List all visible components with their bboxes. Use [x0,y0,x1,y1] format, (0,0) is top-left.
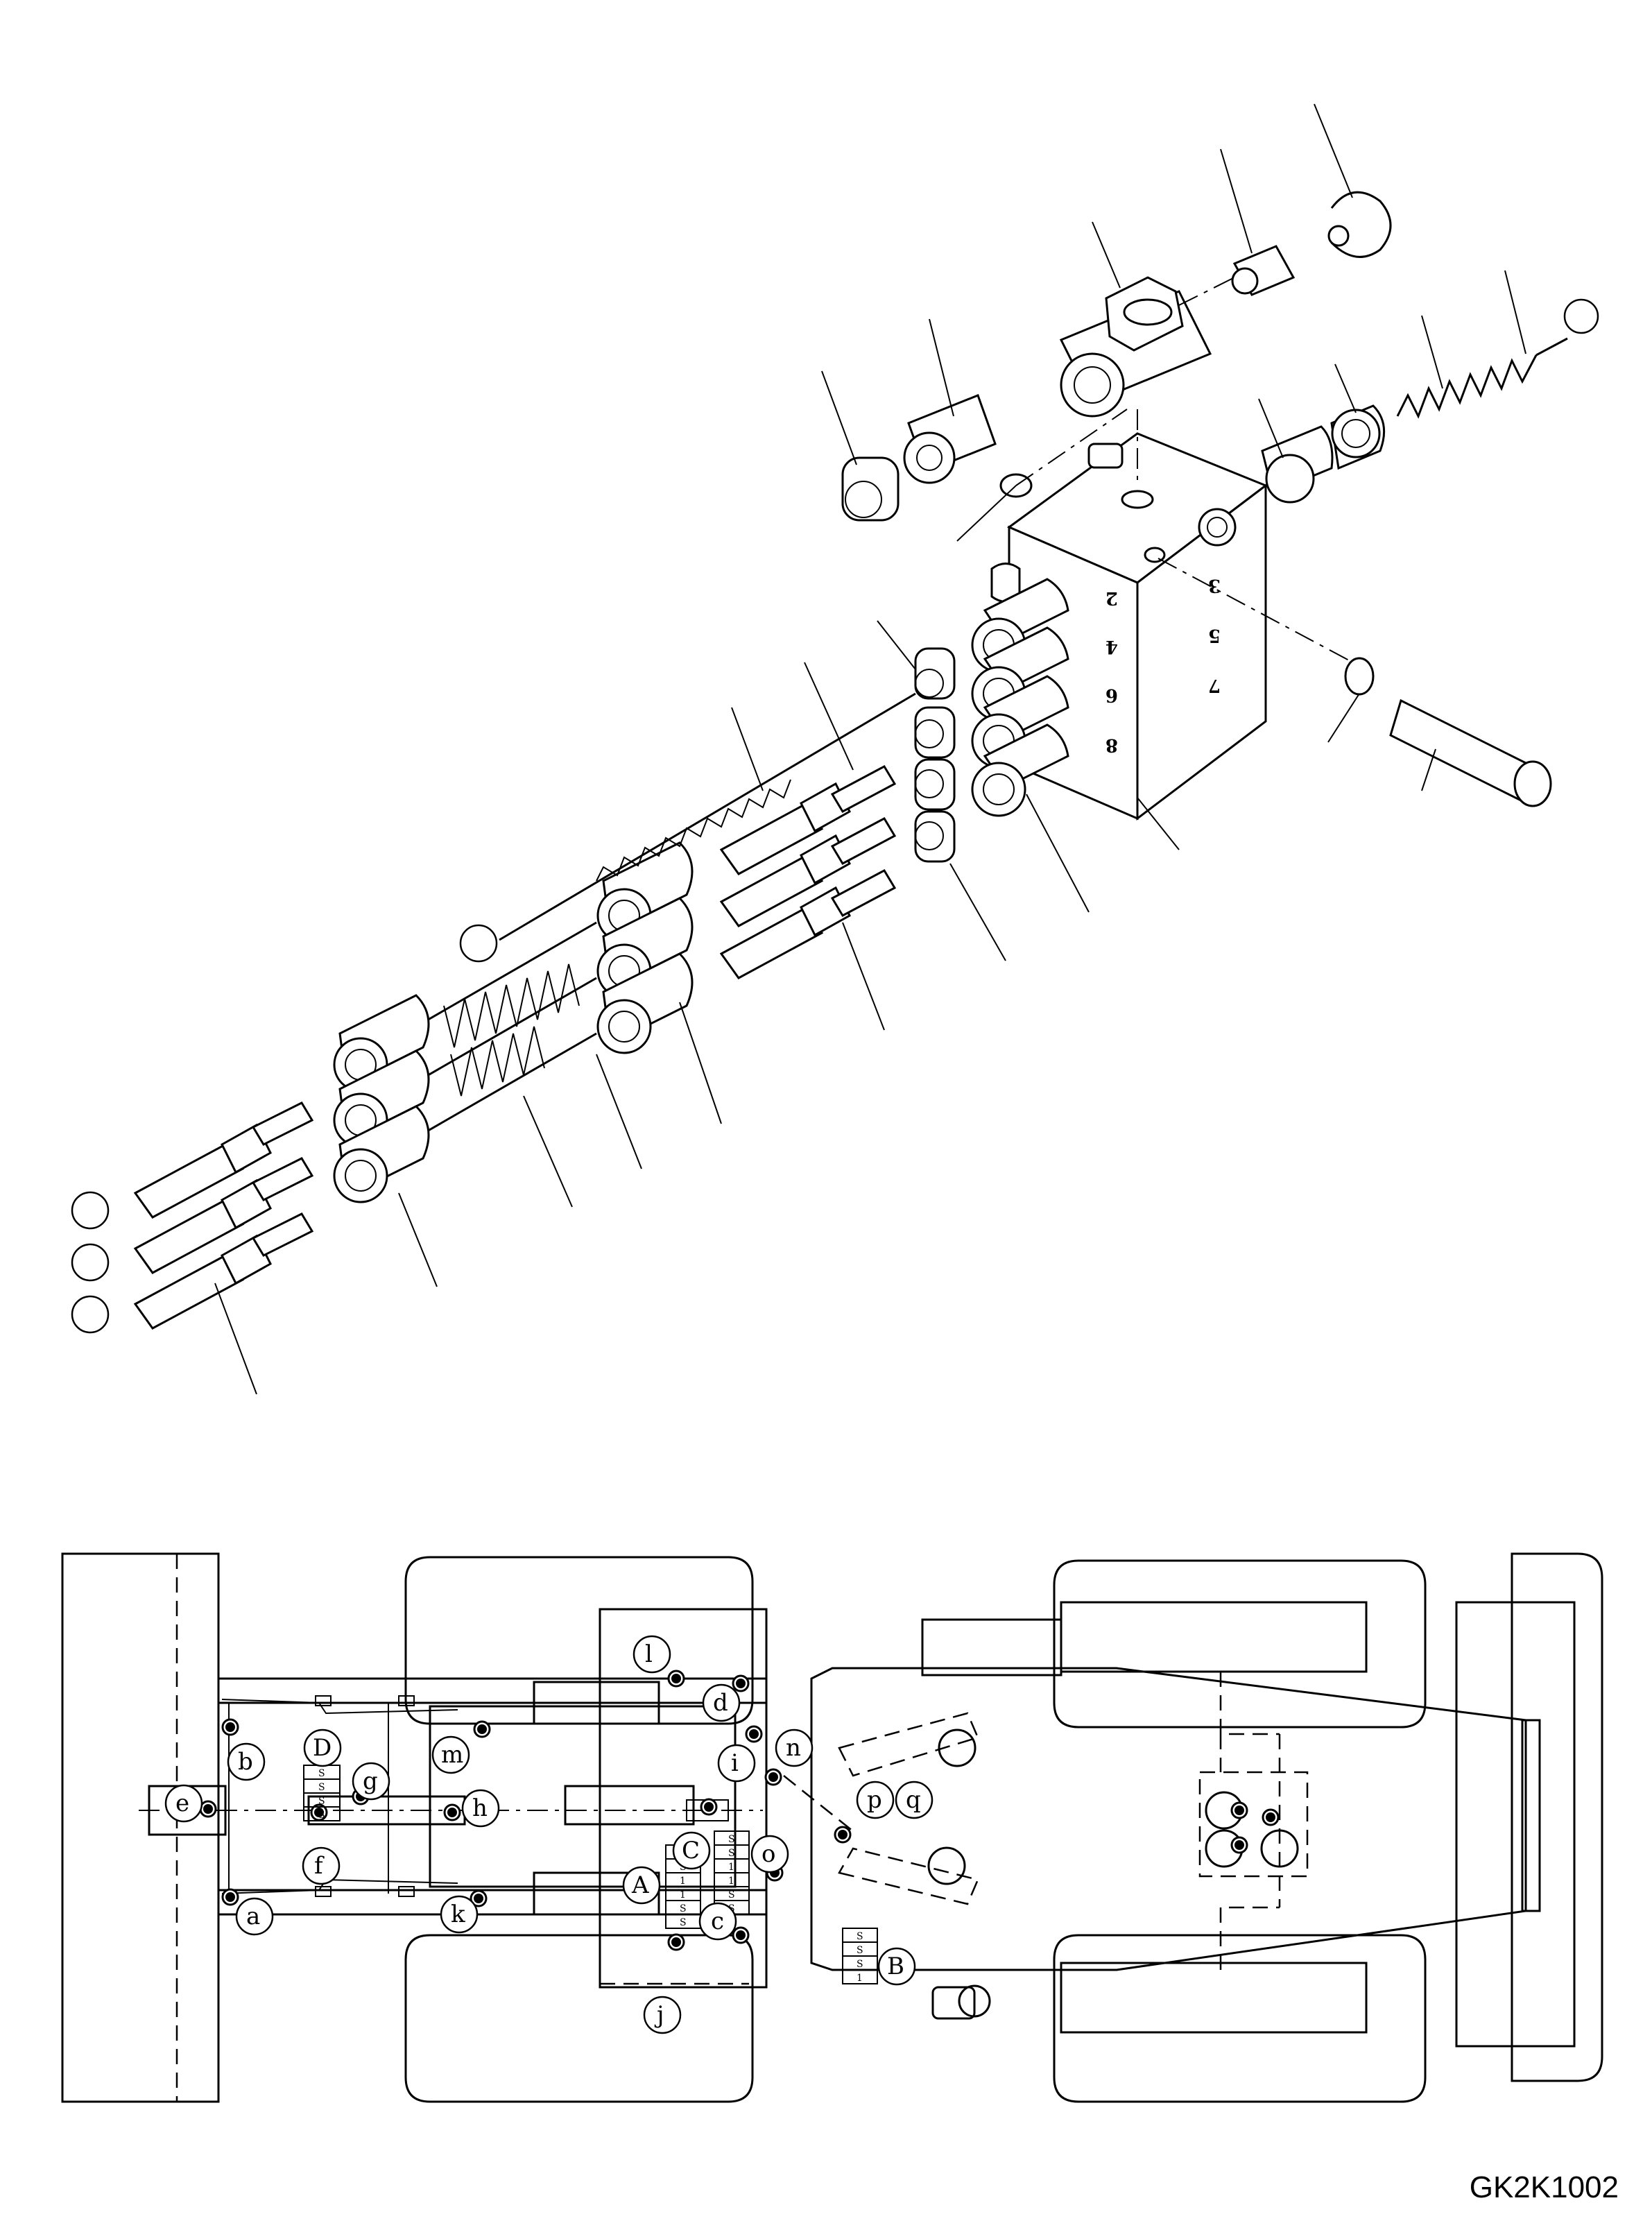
svg-text:C: C [682,1837,700,1864]
svg-text:1: 1 [680,1889,686,1901]
mounting-bolt [1158,558,1552,807]
svg-text:d: d [713,1689,728,1717]
chassis-layout: S S S S S S 1 1 S S S S 1 1 S S [61,1552,1603,2103]
callout-h: h [461,1789,500,1828]
svg-text:m: m [441,1741,463,1769]
drawing-code: GK2K1002 [1469,2170,1619,2204]
svg-text:g: g [363,1767,378,1795]
svg-text:f: f [314,1852,325,1880]
svg-text:S: S [680,1903,687,1914]
callout-d: d [702,1683,741,1722]
outlet-2: 2 [1105,587,1118,608]
wheel-front-bottom [404,1934,754,2103]
callout-f: f [302,1846,341,1885]
grease-points [199,1670,1280,1951]
svg-text:S: S [857,1931,863,1942]
svg-text:c: c [711,1907,724,1935]
spring-and-tubes [415,692,916,1139]
svg-text:n: n [786,1734,801,1762]
svg-text:1: 1 [857,1973,863,1984]
svg-text:1: 1 [728,1876,734,1887]
svg-text:A: A [631,1871,649,1899]
callout-k: k [440,1895,479,1934]
callout-m: m [431,1735,470,1774]
callout-p: p [856,1781,895,1819]
callout-i: i [717,1744,756,1783]
svg-text:S: S [680,1917,687,1928]
callout-o: o [750,1835,789,1873]
svg-text:a: a [246,1903,260,1930]
svg-text:S: S [857,1945,863,1956]
svg-text:S: S [728,1848,735,1859]
svg-text:S: S [857,1959,863,1970]
exploded-assembly: 2 4 6 8 3 5 7 [71,103,1599,1395]
outlet-6: 6 [1105,685,1118,705]
wheel-front-top [404,1556,754,1725]
svg-text:S: S [318,1782,325,1793]
svg-text:D: D [313,1734,332,1762]
svg-text:1: 1 [680,1876,686,1887]
leader-lines [214,103,1526,1395]
relief-assembly [1261,298,1599,504]
blade [61,1552,220,2103]
svg-text:b: b [238,1748,253,1776]
outlet-5: 5 [1208,625,1221,646]
svg-text:S: S [318,1796,325,1807]
inlet-assembly [841,191,1392,522]
callout-n: n [775,1729,814,1767]
callout-A: A [622,1866,661,1905]
outlet-7: 7 [1208,675,1221,696]
svg-text:i: i [731,1749,739,1777]
callout-a: a [235,1897,274,1936]
chassis-callouts: l d b D m n i g e h f C A p q o a k c B … [164,1635,933,2034]
grease-block-C: S S 1 1 S S [714,1830,750,1915]
callout-l: l [633,1635,671,1674]
callout-D: D [303,1729,342,1767]
callout-j: j [643,1996,682,2034]
callout-B: B [877,1947,916,1986]
line-fittings-middle [596,765,897,1054]
svg-text:q: q [906,1786,921,1814]
svg-text:e: e [175,1790,189,1817]
callout-b: b [227,1742,266,1781]
svg-text:S: S [728,1889,735,1901]
line-fittings-left [71,994,430,1334]
callout-g: g [352,1762,390,1801]
svg-text:o: o [762,1840,775,1868]
block-outlet-fittings [971,578,1069,817]
svg-text:l: l [645,1640,653,1668]
svg-text:p: p [867,1786,882,1814]
svg-text:S: S [318,1810,325,1821]
callout-e: e [164,1784,203,1823]
svg-text:k: k [451,1901,465,1928]
outlet-4: 4 [1105,636,1118,657]
callout-C: C [672,1831,711,1870]
outlet-8: 8 [1105,735,1118,755]
grease-block-B: S S S 1 [842,1928,878,1984]
outlet-plugs [914,647,956,863]
svg-text:1: 1 [728,1862,734,1873]
svg-text:j: j [654,2001,664,2029]
svg-text:B: B [887,1953,904,1980]
callout-q: q [895,1781,933,1819]
svg-text:S: S [318,1768,325,1779]
callout-c: c [698,1902,737,1941]
svg-text:h: h [472,1794,488,1822]
svg-text:S: S [728,1834,735,1845]
